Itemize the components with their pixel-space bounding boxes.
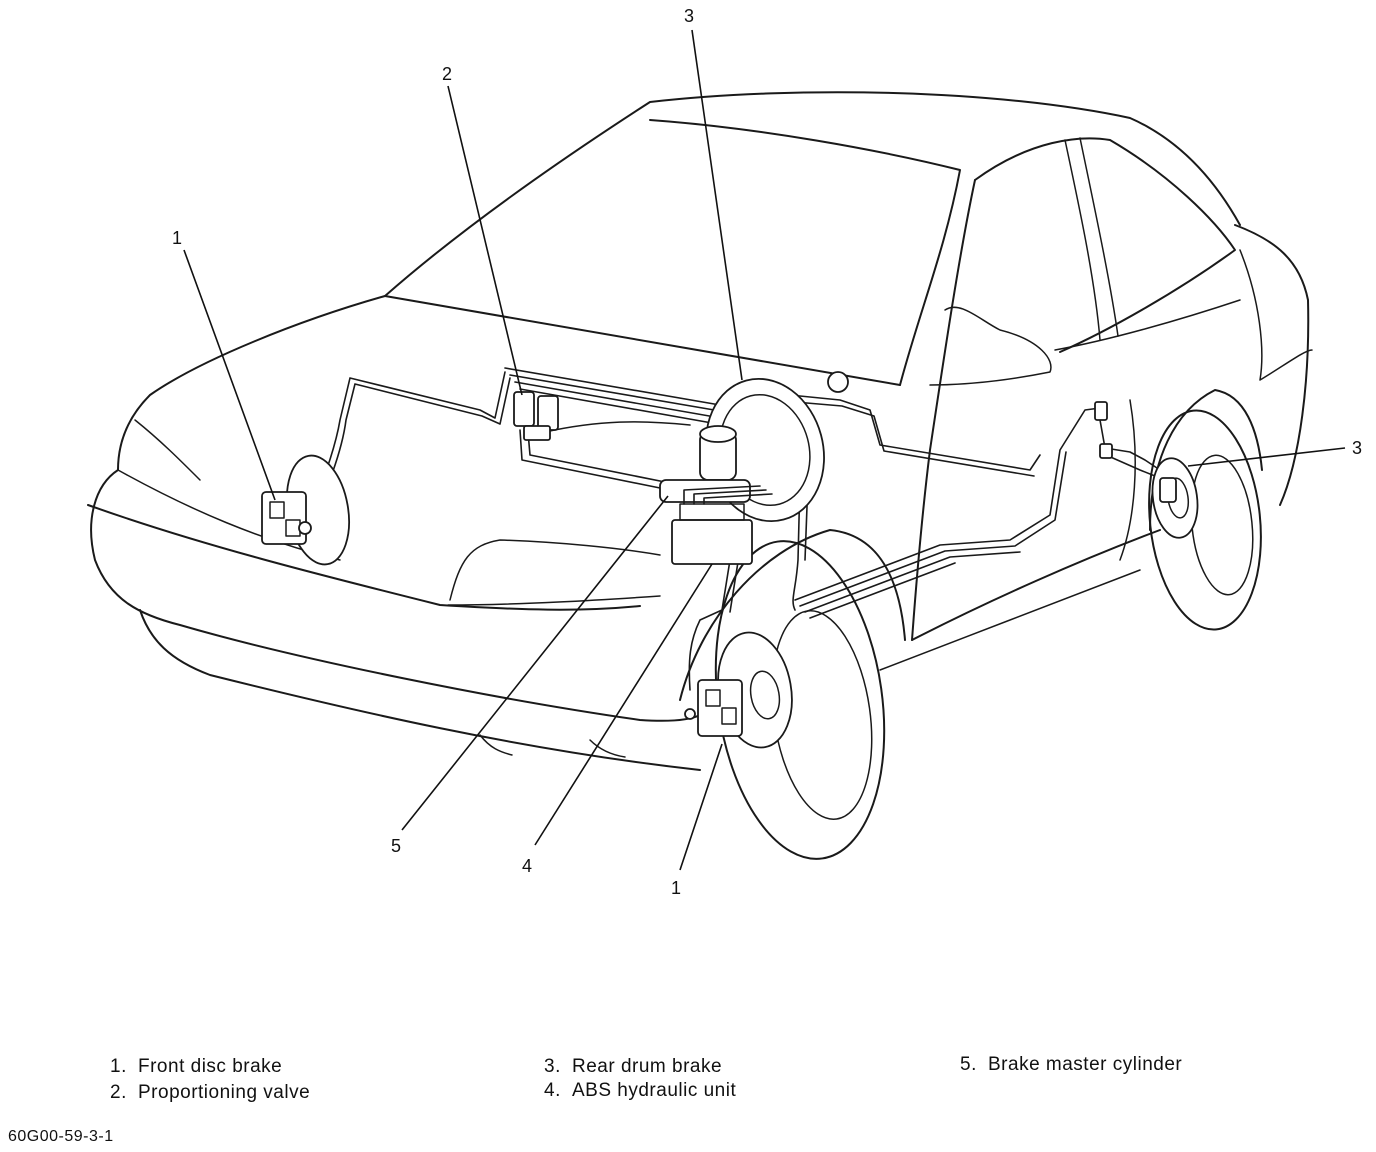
abs-hydraulic-unit [671, 485, 773, 565]
legend-label: Rear drum brake [572, 1056, 723, 1077]
callout-rear-brake-upper: 3 [684, 6, 694, 26]
callout-numbers: 1 2 3 3 5 4 1 [172, 6, 1362, 898]
rear-drum-brake [1151, 457, 1199, 539]
callout-proportioning-valve: 2 [442, 64, 452, 84]
front-left-disc-brake [261, 454, 350, 566]
legend-label: Front disc brake [138, 1056, 283, 1077]
callout-master-cylinder: 5 [391, 836, 401, 856]
legend-item-rear-drum-brake: 3. Rear drum brake [544, 1056, 722, 1078]
front-right-disc-brake [684, 631, 793, 749]
callout-leaders [183, 29, 1346, 871]
legend-item-front-disc-brake: 1. Front disc brake [110, 1056, 282, 1078]
leader-master-cylinder [401, 495, 669, 831]
legend-number: 5. [960, 1054, 977, 1075]
legend-number: 3. [544, 1056, 561, 1077]
legend-label: Brake master cylinder [988, 1054, 1183, 1075]
figure-code: 60G00-59-3-1 [8, 1128, 114, 1145]
legend-label: ABS hydraulic unit [572, 1080, 737, 1101]
brake-master-cylinder [659, 425, 751, 503]
leader-proportioning-valve [447, 85, 523, 396]
leader-front-right-brake [679, 743, 723, 871]
legend-number: 4. [544, 1080, 561, 1101]
leader-front-left-brake [183, 249, 276, 501]
legend-label: Proportioning valve [138, 1082, 311, 1103]
callout-front-left-brake: 1 [172, 228, 182, 248]
proportioning-valve [513, 391, 559, 441]
leader-abs-unit [534, 563, 713, 846]
leader-rear-brake-upper [691, 29, 743, 381]
legend-number: 1. [110, 1056, 127, 1077]
legend-item-abs-hydraulic-unit: 4. ABS hydraulic unit [544, 1080, 736, 1102]
callout-front-right-brake: 1 [671, 878, 681, 898]
leader-rear-brake-right [1187, 447, 1346, 467]
callout-abs-unit: 4 [522, 856, 532, 876]
legend-number: 2. [110, 1082, 127, 1103]
callout-rear-brake-right: 3 [1352, 438, 1362, 458]
legend-item-proportioning-valve: 2. Proportioning valve [110, 1082, 310, 1104]
legend-item-brake-master-cylinder: 5. Brake master cylinder [960, 1054, 1182, 1076]
